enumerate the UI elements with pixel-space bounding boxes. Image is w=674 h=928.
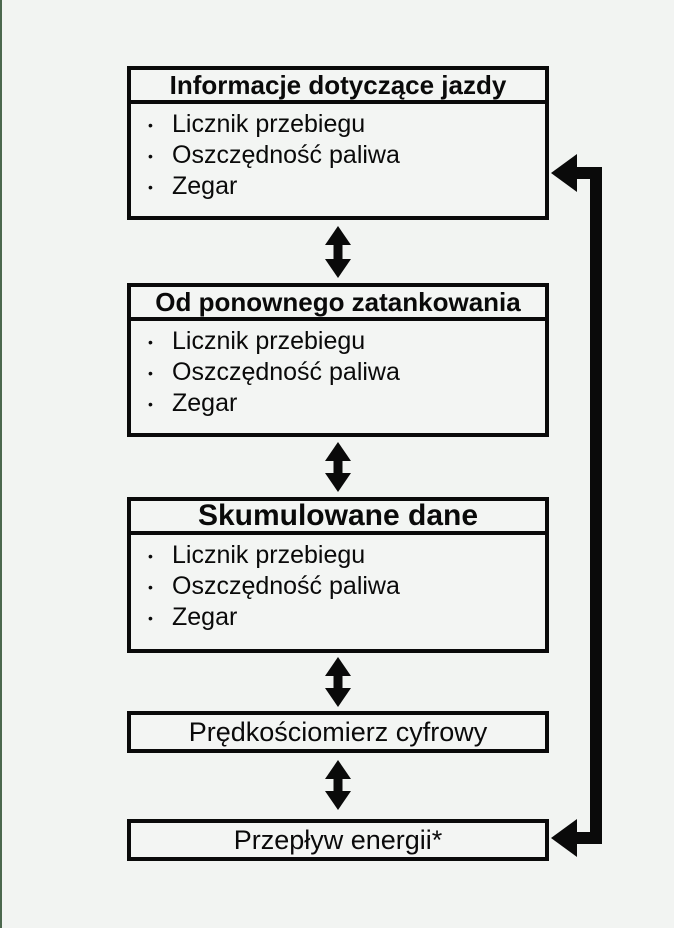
double-arrow-2 [325,442,351,492]
box-item-list: • Licznik przebiegu • Oszczędność paliwa… [131,535,545,633]
list-item-label: Licznik przebiegu [172,541,366,569]
box-digital-speedometer: Prędkościomierz cyfrowy [127,711,549,753]
box-title: Od ponownego zatankowania [131,287,545,321]
box-title: Przepływ energii* [233,824,443,855]
box-since-refuelling: Od ponownego zatankowania • Licznik prze… [127,283,549,437]
loop-arrow [551,154,602,857]
bullet-icon: • [148,395,153,412]
list-item-label: Zegar [172,172,238,200]
bullet-icon: • [148,178,153,195]
bullet-icon: • [148,547,153,564]
list-item-label: Oszczędność paliwa [172,358,400,386]
list-item-label: Licznik przebiegu [172,110,366,138]
list-item: • Zegar [145,171,545,202]
bullet-icon: • [148,147,153,164]
list-item: • Zegar [145,388,545,419]
box-energy-flow: Przepływ energii* [127,819,549,861]
bullet-icon: • [148,333,153,350]
list-item: • Licznik przebiegu [145,326,545,357]
list-item-label: Zegar [172,603,238,631]
box-accumulated-data: Skumulowane dane • Licznik przebiegu • O… [127,497,549,653]
double-arrow-4 [325,760,351,810]
list-item: • Licznik przebiegu [145,540,545,571]
bullet-icon: • [148,578,153,595]
page-edge-line [0,0,2,928]
box-driving-information: Informacje dotyczące jazdy • Licznik prz… [127,66,549,220]
box-title: Informacje dotyczące jazdy [131,70,545,104]
bullet-icon: • [148,116,153,133]
bullet-icon: • [148,364,153,381]
box-title: Skumulowane dane [131,501,545,535]
double-arrow-1 [325,226,351,278]
list-item: • Oszczędność paliwa [145,140,545,171]
list-item: • Oszczędność paliwa [145,571,545,602]
list-item-label: Licznik przebiegu [172,327,366,355]
list-item: • Licznik przebiegu [145,109,545,140]
list-item-label: Oszczędność paliwa [172,572,400,600]
box-item-list: • Licznik przebiegu • Oszczędność paliwa… [131,321,545,419]
list-item-label: Oszczędność paliwa [172,141,400,169]
box-item-list: • Licznik przebiegu • Oszczędność paliwa… [131,104,545,202]
box-title: Prędkościomierz cyfrowy [188,716,488,747]
bullet-icon: • [148,609,153,626]
list-item: • Zegar [145,602,545,633]
list-item: • Oszczędność paliwa [145,357,545,388]
double-arrow-3 [325,657,351,707]
list-item-label: Zegar [172,389,238,417]
